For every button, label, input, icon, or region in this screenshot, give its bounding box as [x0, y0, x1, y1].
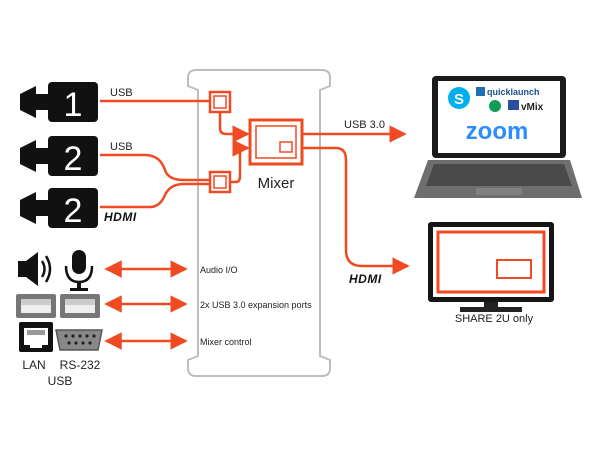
- input-box-1: [208, 90, 232, 114]
- skype-icon: S: [448, 87, 470, 109]
- rs232-label: RS-232: [60, 358, 101, 372]
- mixer-block: [248, 118, 304, 166]
- output-connections: [302, 125, 410, 275]
- usb3-out-label: USB 3.0: [344, 119, 385, 131]
- usb-cam2-label: USB: [110, 141, 133, 153]
- microphone-icon: [64, 250, 94, 291]
- vmix-label: vMix: [521, 102, 544, 113]
- speaker-icon: [18, 252, 52, 286]
- mixer-device: [187, 69, 331, 377]
- camera-2a-number: 2: [64, 140, 83, 178]
- usb-bottom-label: USB: [48, 374, 73, 388]
- lan-label: LAN: [22, 358, 45, 372]
- usb-ports-icon: [16, 294, 100, 318]
- laptop: [414, 76, 582, 198]
- share-only-label: SHARE 2U only: [455, 313, 534, 325]
- camera-1: 1: [20, 82, 98, 124]
- peripheral-connections: [104, 260, 188, 350]
- camera-1-number: 1: [64, 86, 83, 124]
- usb-cam1-label: USB: [110, 87, 133, 99]
- lan-port-icon: [19, 322, 53, 352]
- mixer-control-label: Mixer control: [200, 337, 252, 347]
- input-box-2: [208, 170, 232, 194]
- rs232-port-icon: [55, 329, 103, 351]
- camera-2b-number: 2: [64, 192, 83, 230]
- audio-io-label: Audio I/O: [200, 265, 238, 275]
- usb-expansion-label: 2x USB 3.0 expansion ports: [200, 300, 312, 310]
- internal-connections: [218, 112, 250, 184]
- monitor: [428, 222, 554, 312]
- camera-connections: [100, 99, 210, 209]
- hangouts-icon: [489, 100, 501, 112]
- hdmi-cam2-label: HDMI: [104, 210, 137, 224]
- svg-text:S: S: [454, 91, 464, 108]
- mixer-label: Mixer: [258, 175, 295, 192]
- vmix-icon: [508, 100, 519, 110]
- camera-2b: 2: [20, 188, 98, 230]
- camera-2a: 2: [20, 136, 98, 178]
- quicklaunch-icon: [476, 87, 485, 96]
- hdmi-out-label: HDMI: [349, 272, 382, 286]
- zoom-logo: zoom: [466, 118, 529, 145]
- quicklaunch-label: quicklaunch: [487, 87, 540, 97]
